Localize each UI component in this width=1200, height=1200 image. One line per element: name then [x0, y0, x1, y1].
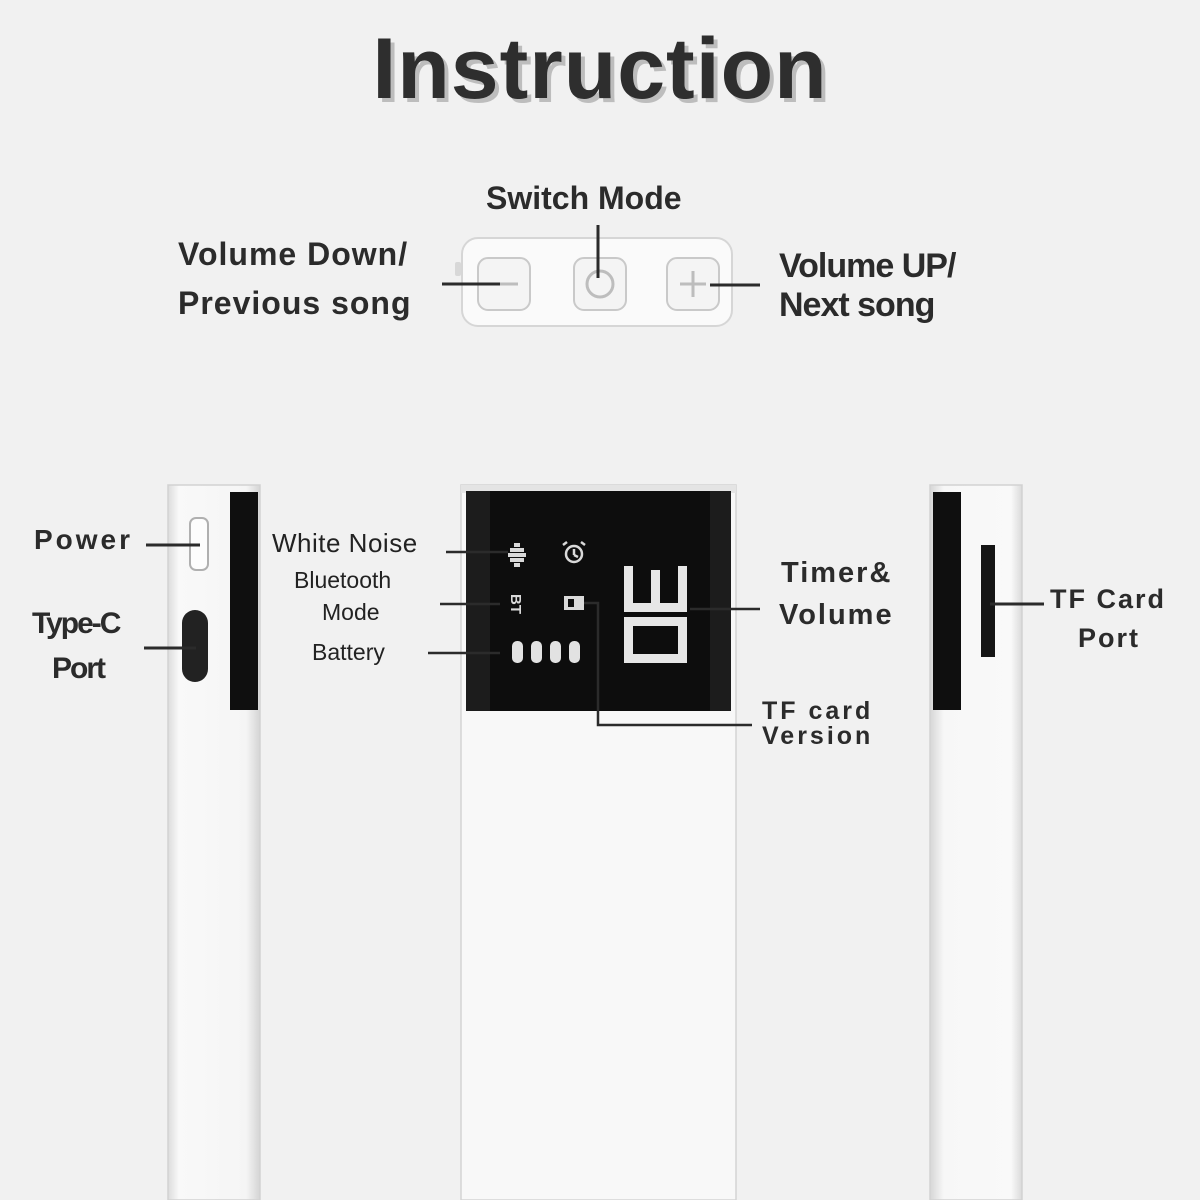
tf-card-version-label-line1: TF card: [762, 697, 874, 725]
timer-label-line1: Timer&: [781, 557, 893, 589]
battery-label: Battery: [312, 639, 385, 665]
tf-card-version-label-line2: Version: [762, 722, 874, 750]
bluetooth-label-line1: Bluetooth: [294, 567, 392, 593]
type-c-label-line1: Type-C: [32, 607, 121, 640]
tf-card-port-label-line2: Port: [1078, 623, 1140, 653]
power-label: Power: [34, 524, 134, 555]
tf-card-port-label-line1: TF Card: [1050, 584, 1167, 614]
tf-card-slot: [981, 545, 995, 657]
bluetooth-label-line2: Mode: [322, 599, 380, 625]
bt-indicator: BT: [507, 594, 524, 614]
switch-mode-button: [573, 257, 627, 311]
page-title: Instruction: [372, 21, 828, 117]
battery-indicator: [512, 641, 580, 663]
volume-up-label-line2: Next song: [779, 286, 935, 324]
white-noise-icon: [508, 543, 526, 567]
timer-digits: [624, 566, 687, 663]
tf-card-icon: [564, 596, 584, 610]
timer-label-line2: Volume: [779, 599, 894, 631]
white-noise-label: White Noise: [272, 528, 418, 558]
switch-mode-label: Switch Mode: [486, 180, 682, 216]
volume-down-label-line1: Volume Down/: [178, 236, 409, 272]
volume-down-label-line2: Previous song: [178, 285, 412, 321]
volume-up-label-line1: Volume UP/: [779, 247, 956, 285]
type-c-label-line2: Port: [52, 652, 106, 685]
button-panel: [442, 225, 760, 327]
type-c-port: [182, 610, 208, 682]
alarm-clock-icon: [562, 541, 586, 564]
